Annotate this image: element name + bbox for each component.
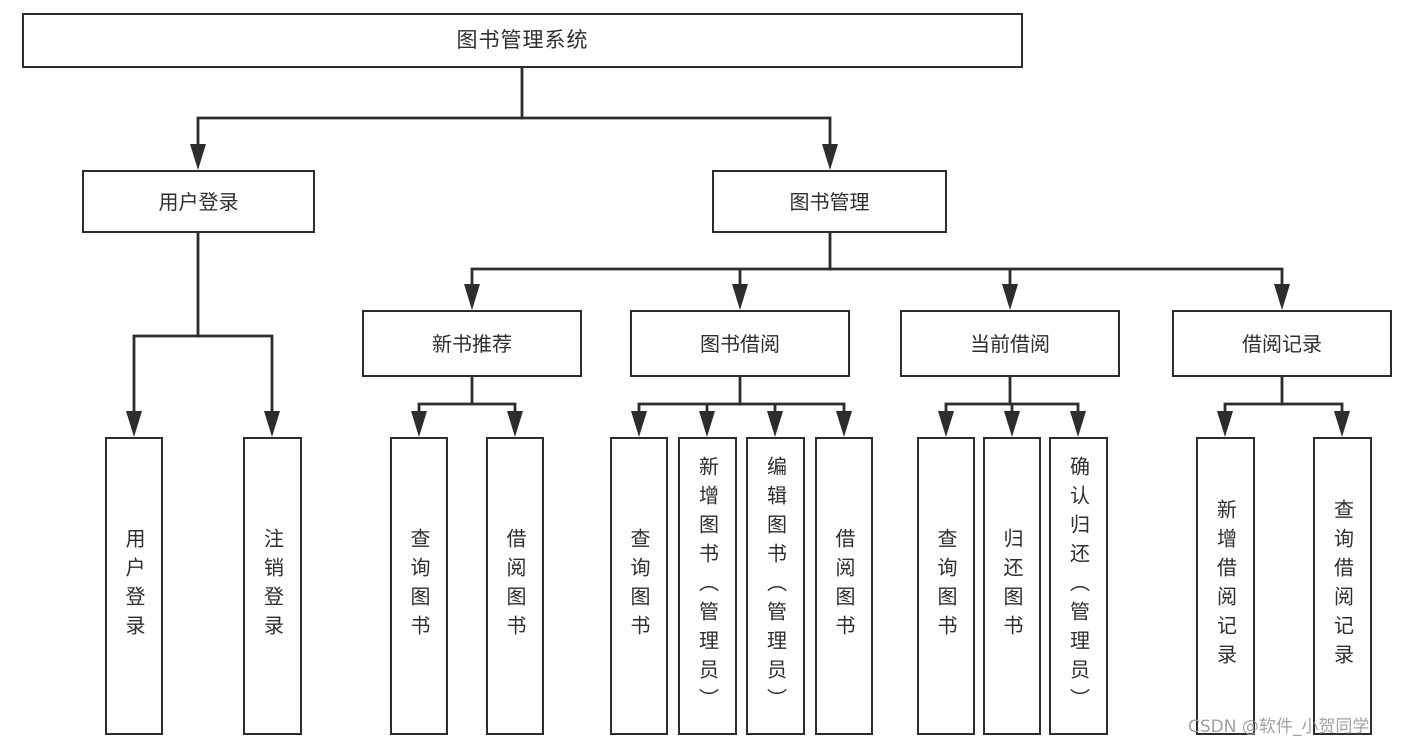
- arrow-down-icon: [1070, 411, 1086, 437]
- arrow-down-icon: [631, 411, 647, 437]
- arrow-down-icon: [699, 411, 715, 437]
- arrow-down-icon: [1002, 284, 1018, 310]
- node-book-borrow: 图书借阅: [630, 310, 850, 377]
- leaf-current-return-books: 归还图书: [983, 437, 1041, 735]
- node-root: 图书管理系统: [22, 13, 1023, 68]
- arrow-down-icon: [464, 284, 480, 310]
- leaf-borrow-add-books-admin-label: 新增图书（管理员）: [695, 455, 720, 717]
- node-book-borrow-label: 图书借阅: [700, 331, 780, 356]
- node-current-borrow: 当前借阅: [900, 310, 1120, 377]
- leaf-records-query-record: 查询借阅记录: [1313, 437, 1372, 735]
- leaf-borrow-add-books-admin: 新增图书（管理员）: [678, 437, 737, 735]
- arrow-down-icon: [1004, 411, 1020, 437]
- node-user-login-label: 用户登录: [158, 189, 239, 214]
- leaf-recommend-borrow-books-label: 借阅图书: [503, 528, 527, 644]
- arrow-down-icon: [190, 144, 206, 170]
- arrow-down-icon: [507, 411, 523, 437]
- leaf-recommend-borrow-books: 借阅图书: [486, 437, 544, 735]
- leaf-logout: 注销登录: [243, 437, 302, 735]
- leaf-logout-label: 注销登录: [260, 528, 285, 644]
- arrow-down-icon: [836, 411, 852, 437]
- arrow-down-icon: [1274, 284, 1290, 310]
- node-book-management: 图书管理: [712, 170, 947, 233]
- node-book-management-label: 图书管理: [789, 189, 870, 214]
- leaf-records-add-record-label: 新增借阅记录: [1213, 499, 1238, 673]
- leaf-user-login-label: 用户登录: [122, 528, 146, 644]
- leaf-current-confirm-return-admin-label: 确认归还（管理员）: [1066, 455, 1091, 717]
- node-current-borrow-label: 当前借阅: [970, 331, 1050, 356]
- node-borrow-records: 借阅记录: [1172, 310, 1392, 377]
- node-borrow-records-label: 借阅记录: [1242, 331, 1322, 356]
- node-new-book-recommend-label: 新书推荐: [432, 331, 512, 356]
- arrow-down-icon: [411, 411, 427, 437]
- arrow-down-icon: [938, 411, 954, 437]
- arrow-down-icon: [1334, 411, 1350, 437]
- arrow-down-icon: [1217, 411, 1233, 437]
- leaf-borrow-query-books-label: 查询图书: [627, 528, 651, 644]
- node-root-label: 图书管理系统: [456, 28, 589, 52]
- arrow-down-icon: [822, 144, 838, 170]
- leaf-user-login: 用户登录: [105, 437, 163, 735]
- leaf-borrow-edit-books-admin: 编辑图书（管理员）: [746, 437, 805, 735]
- leaf-current-return-books-label: 归还图书: [1000, 528, 1024, 644]
- leaf-recommend-query-books-label: 查询图书: [407, 528, 431, 644]
- leaf-borrow-borrow-books: 借阅图书: [815, 437, 873, 735]
- leaf-records-add-record: 新增借阅记录: [1196, 437, 1255, 735]
- csdn-watermark: CSDN @软件_小贺同学: [1188, 717, 1370, 737]
- leaf-borrow-borrow-books-label: 借阅图书: [832, 528, 856, 644]
- arrow-down-icon: [126, 411, 142, 437]
- leaf-borrow-query-books: 查询图书: [610, 437, 668, 735]
- node-new-book-recommend: 新书推荐: [362, 310, 582, 377]
- leaf-records-query-record-label: 查询借阅记录: [1330, 499, 1355, 673]
- leaf-current-confirm-return-admin: 确认归还（管理员）: [1049, 437, 1108, 735]
- leaf-recommend-query-books: 查询图书: [390, 437, 448, 735]
- arrow-down-icon: [732, 284, 748, 310]
- node-user-login: 用户登录: [82, 170, 315, 233]
- arrow-down-icon: [767, 411, 783, 437]
- leaf-current-query-books-label: 查询图书: [934, 528, 958, 644]
- leaf-current-query-books: 查询图书: [917, 437, 975, 735]
- leaf-borrow-edit-books-admin-label: 编辑图书（管理员）: [763, 455, 788, 717]
- arrow-down-icon: [264, 411, 280, 437]
